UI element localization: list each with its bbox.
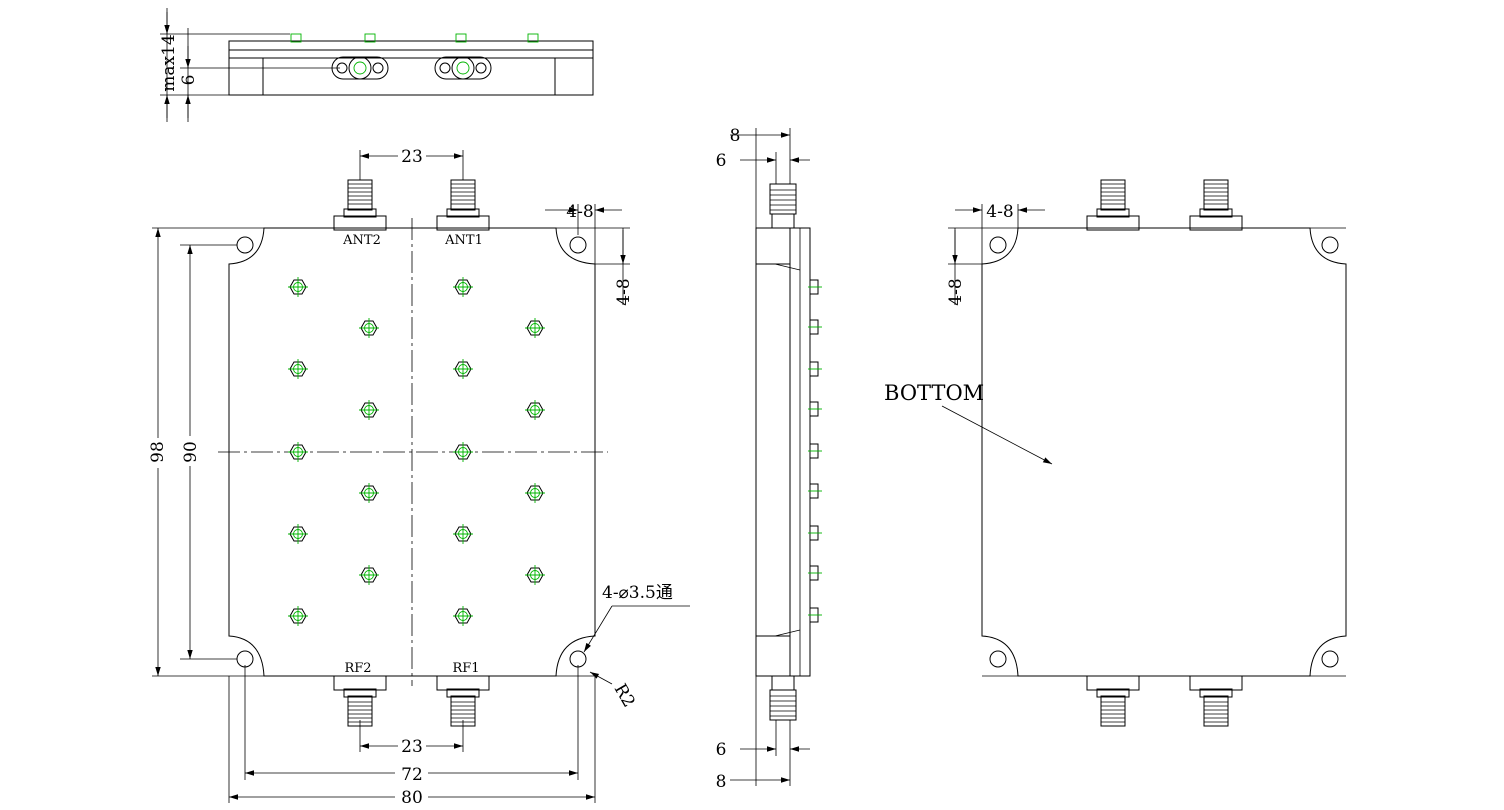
bottom-view: BOTTOM 4-8 4-8 (884, 179, 1347, 727)
tuning-screws (287, 276, 546, 627)
port-label-ant2: ANT2 (342, 233, 381, 248)
connector (1086, 179, 1140, 231)
connector-flange-right (434, 56, 492, 80)
connector (1086, 675, 1140, 727)
connector-flange-left (331, 56, 389, 80)
dim-corner-width: 4-8 (986, 202, 1013, 222)
mounting-hole (1321, 650, 1339, 668)
dim-connector-spacing-top: 23 (401, 147, 423, 167)
mounting-hole (1321, 236, 1339, 254)
mounting-hole (569, 236, 587, 254)
mounting-hole (569, 650, 587, 668)
radius-callout: R2 (610, 681, 639, 711)
connector-ant2 (333, 179, 387, 231)
mounting-hole (236, 236, 254, 254)
dim-corner-height: 4-8 (946, 278, 966, 305)
port-label-rf1: RF1 (452, 661, 479, 676)
mounting-hole (989, 650, 1007, 668)
connector (1189, 675, 1243, 727)
dim-hole-width: 72 (401, 765, 423, 785)
top-view: max14 6 (159, 8, 594, 122)
dim-max-height: max14 (159, 34, 179, 91)
dim-side-top-6: 6 (716, 151, 727, 171)
dim-overall-height: 98 (148, 441, 168, 463)
dim-corner-height: 4-8 (614, 278, 634, 305)
connector (1189, 179, 1243, 231)
side-view: 8 6 6 8 (716, 126, 822, 792)
dim-corner-width: 4-8 (566, 202, 593, 222)
mounting-hole (236, 650, 254, 668)
connector-rf1 (436, 675, 490, 727)
dim-overall-width: 80 (401, 788, 423, 808)
bottom-view-body (981, 227, 1347, 677)
dim-hole-height: 90 (181, 441, 201, 463)
dim-connector-spacing-bottom: 23 (401, 737, 423, 757)
dim-side-top-8: 8 (730, 126, 741, 146)
connector-ant1 (436, 179, 490, 231)
dim-side-bottom-8: 8 (716, 772, 727, 792)
dim-connector-height: 6 (179, 75, 199, 86)
bottom-label: BOTTOM (884, 381, 984, 405)
side-view-body (755, 227, 811, 677)
front-view: ANT2 ANT1 RF2 RF1 23 23 72 80 (147, 147, 690, 808)
port-label-rf2: RF2 (344, 661, 371, 676)
dim-side-bottom-6: 6 (716, 740, 727, 760)
hole-callout: 4-⌀3.5通 (602, 583, 673, 603)
mounting-hole (989, 236, 1007, 254)
connector-rf2 (333, 675, 387, 727)
port-label-ant1: ANT1 (444, 233, 483, 248)
